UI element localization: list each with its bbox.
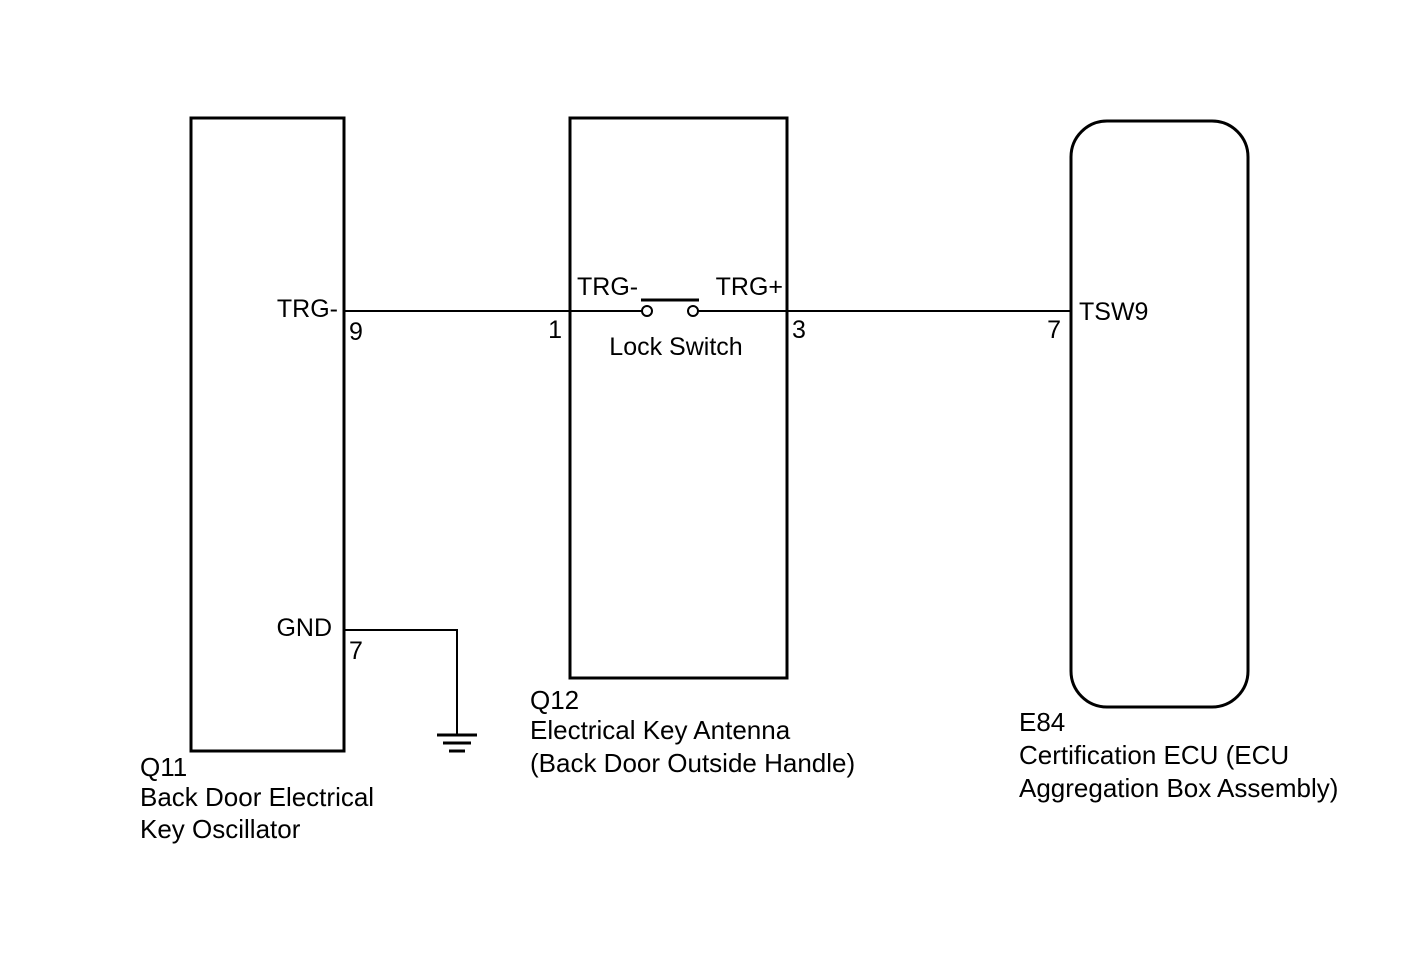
q11-pin-gnd-label: GND [276, 614, 332, 642]
q11-box[interactable] [189, 116, 346, 753]
ground-symbol-icon [437, 733, 477, 753]
q11-pin-7-number: 7 [349, 637, 363, 665]
wires [344, 310, 1071, 735]
q11-pin-9-number: 9 [349, 318, 363, 346]
wire-q11-gnd-to-ground [344, 629, 458, 735]
q11-name-line2: Key Oscillator [140, 814, 301, 844]
q12-pin-trg-minus-label: TRG- [577, 273, 638, 301]
e84-code: E84 [1019, 707, 1065, 737]
e84-name-line1: Certification ECU (ECU [1019, 740, 1289, 770]
e84-box[interactable] [1069, 119, 1250, 709]
q12-pin-1-number: 1 [548, 316, 562, 344]
q11-pin-trg-minus-label: TRG- [277, 295, 338, 323]
e84-pin-tsw9-label: TSW9 [1079, 298, 1148, 326]
component-e84: TSW9 7 E84 Certification ECU (ECU Aggreg… [1019, 119, 1338, 803]
lock-switch-terminal-left [641, 305, 653, 317]
component-q12: TRG- TRG+ 1 3 Lock Switch Q12 Electrical… [530, 116, 855, 778]
e84-name-line2: Aggregation Box Assembly) [1019, 773, 1338, 803]
lock-switch-terminal-right [687, 305, 699, 317]
q12-pin-trg-plus-label: TRG+ [716, 273, 783, 301]
component-q11: TRG- 9 GND 7 Q11 Back Door Electrical Ke… [140, 116, 374, 844]
q12-pin-3-number: 3 [792, 316, 806, 344]
q12-code: Q12 [530, 685, 579, 715]
q11-code: Q11 [140, 752, 187, 782]
q12-name-line2: (Back Door Outside Handle) [530, 748, 855, 778]
e84-pin-7-number: 7 [1047, 316, 1061, 344]
lock-switch-symbol-icon [641, 298, 699, 317]
lock-switch-label: Lock Switch [609, 333, 742, 361]
q11-name-line1: Back Door Electrical [140, 782, 374, 812]
q12-name-line1: Electrical Key Antenna [530, 715, 791, 745]
q12-box[interactable] [568, 116, 789, 680]
